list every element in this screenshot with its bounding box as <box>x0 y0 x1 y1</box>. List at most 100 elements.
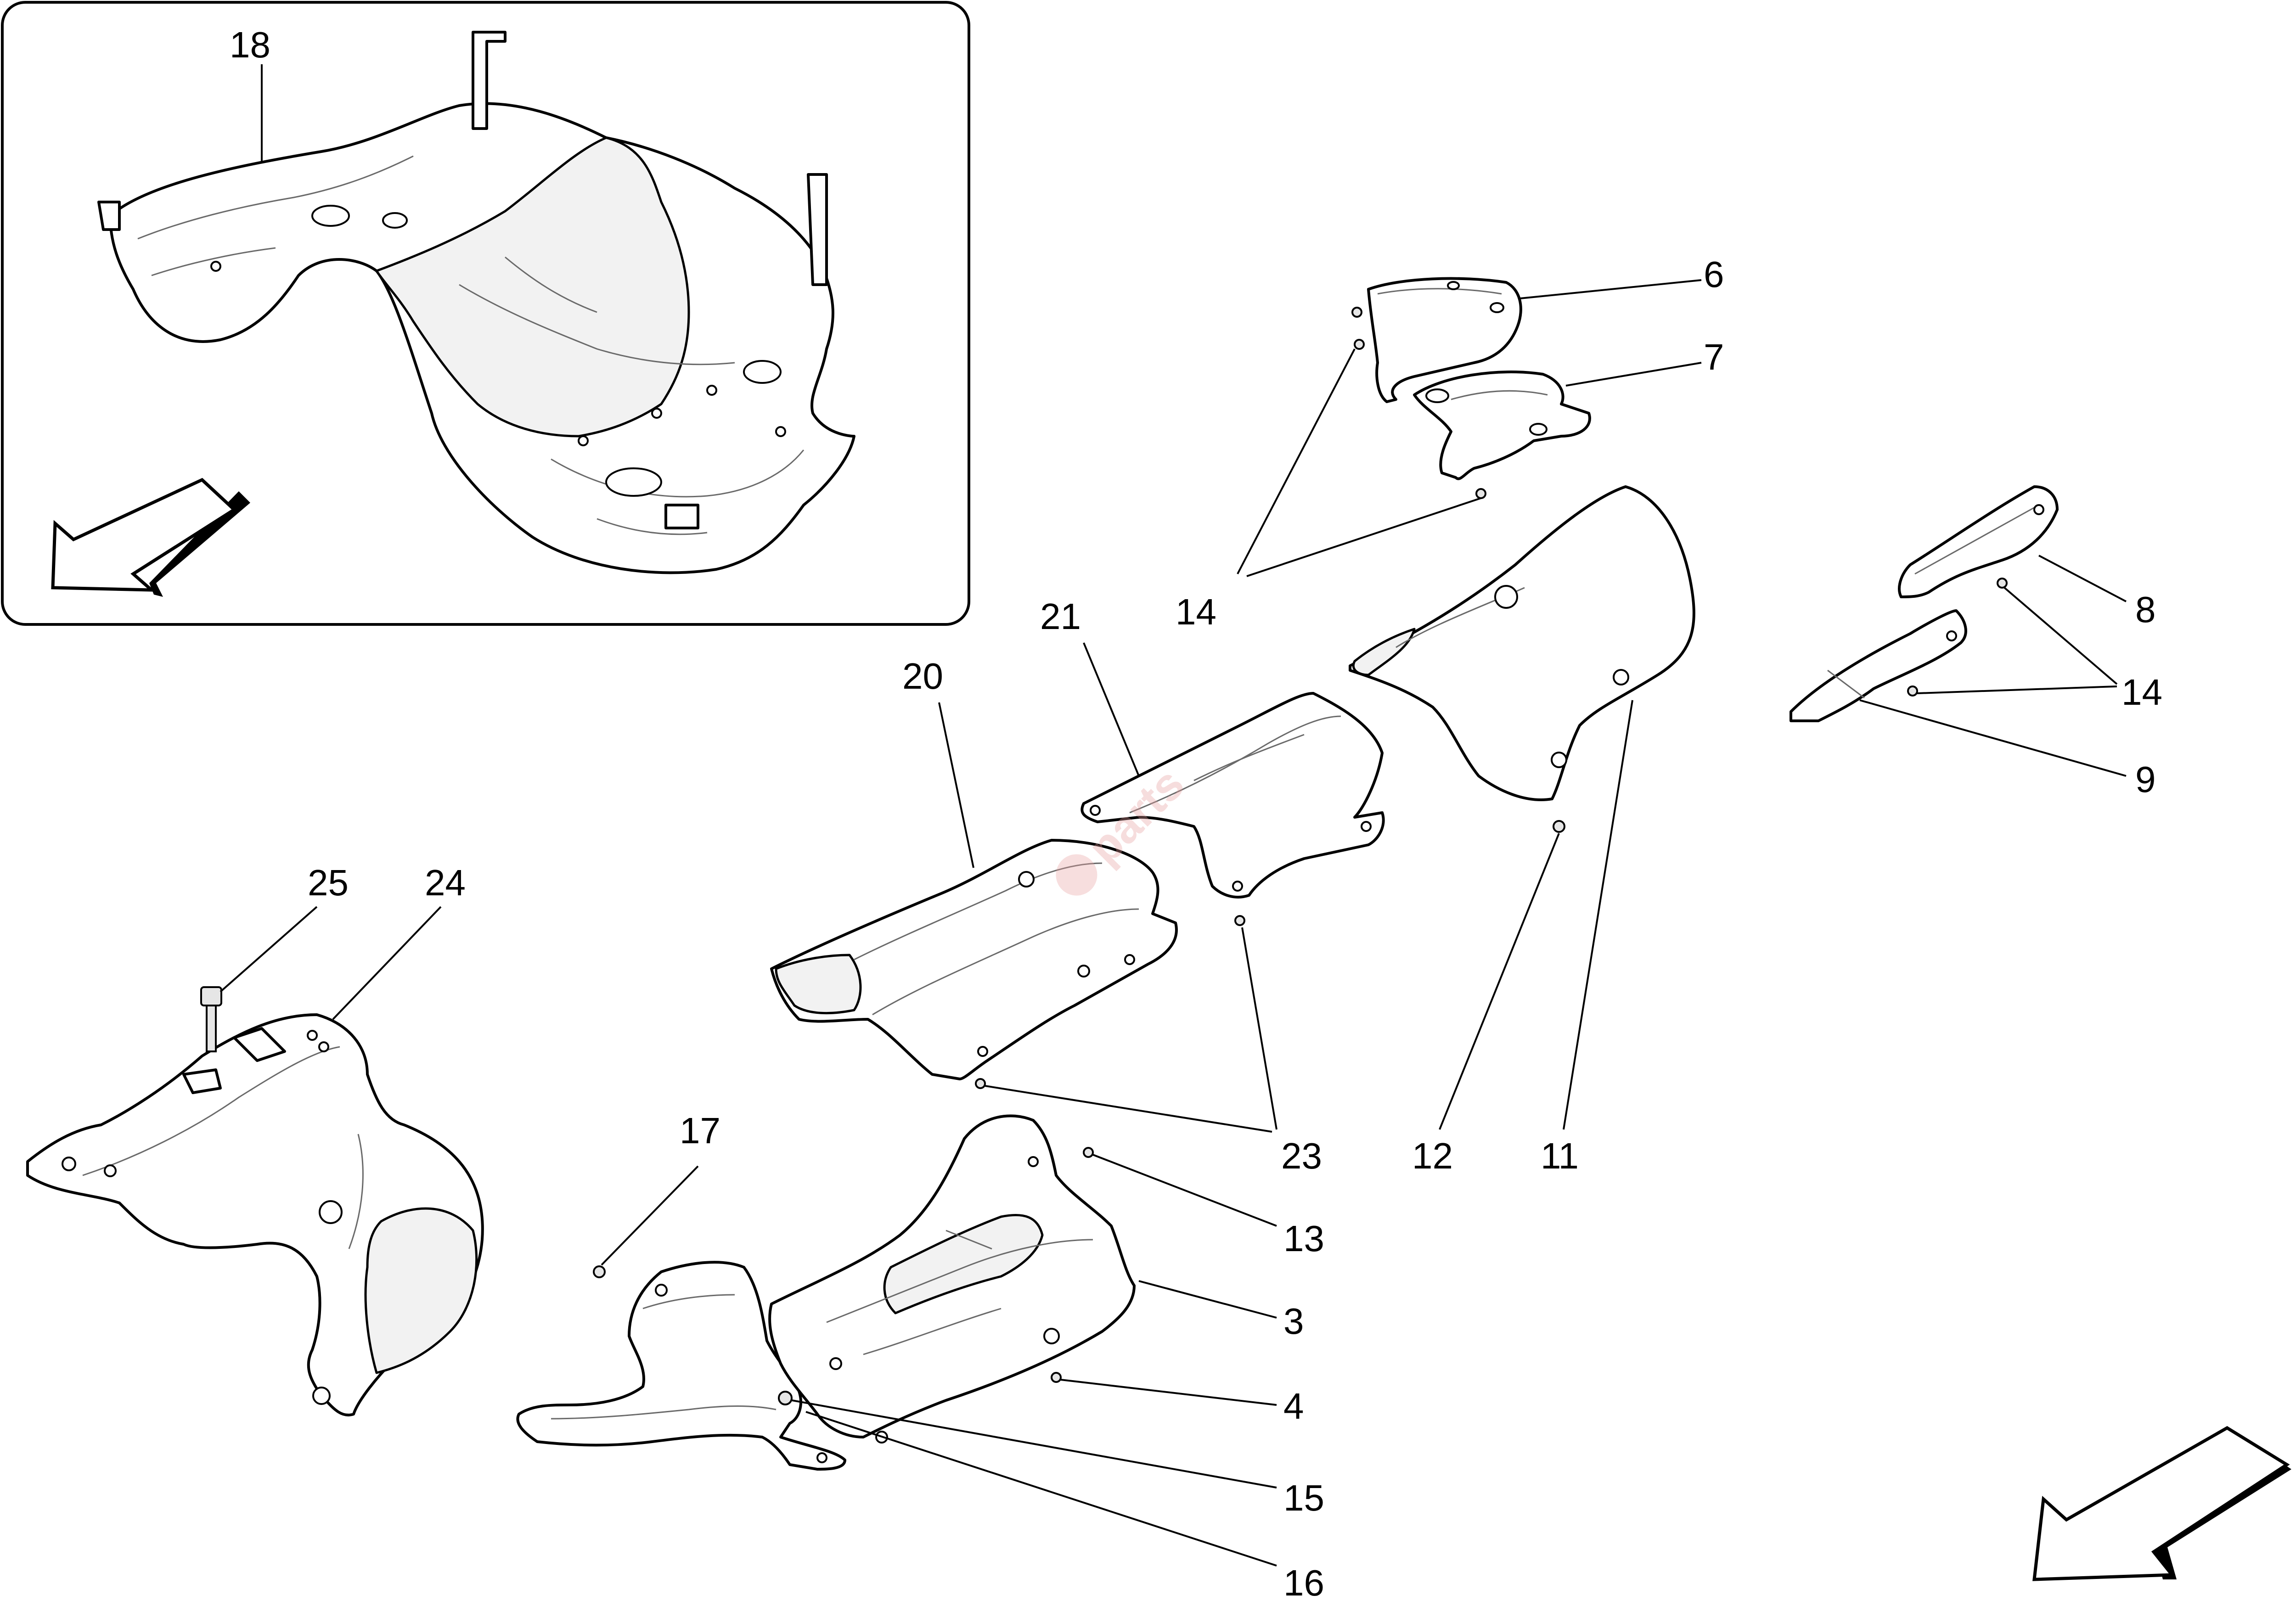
callout-7: 7 <box>1704 337 1724 377</box>
leader-4 <box>1060 1379 1277 1406</box>
shield-hole <box>1613 669 1629 685</box>
shield-hole <box>312 1387 331 1405</box>
callout-24: 24 <box>425 862 466 903</box>
heat-shield-8[interactable] <box>1898 485 2059 598</box>
callout-12: 12 <box>1412 1135 1453 1176</box>
shield-hole <box>1124 954 1135 965</box>
leader-20 <box>938 702 974 868</box>
heat-shield-21[interactable] <box>1080 692 1385 899</box>
heat-shield-3[interactable] <box>768 1114 1136 1444</box>
shield-hole <box>775 426 786 437</box>
shield-hole <box>1043 1328 1060 1344</box>
heat-shield-6[interactable] <box>1367 277 1522 403</box>
direction-arrow-main <box>2032 1426 2291 1581</box>
callout-3: 3 <box>1283 1301 1304 1342</box>
heat-shield-24[interactable] <box>26 1013 484 1416</box>
shield-hole <box>104 1164 117 1177</box>
shield-hole <box>62 1157 76 1171</box>
shield-hole <box>1425 388 1449 403</box>
heat-shield-20[interactable] <box>770 839 1178 1080</box>
leader-7 <box>1565 362 1702 387</box>
leader-9 <box>1859 699 2127 777</box>
shield-hole <box>1551 752 1567 768</box>
shield-hole <box>706 385 717 396</box>
clip <box>233 1027 286 1062</box>
callout-25: 25 <box>308 862 349 903</box>
leader-23-1 <box>1241 927 1277 1130</box>
fastener-23-icon <box>1234 915 1245 926</box>
shield-hole <box>1018 871 1035 888</box>
callout-16: 16 <box>1283 1562 1324 1601</box>
shield-hole <box>578 435 589 446</box>
bolt-icon <box>200 986 222 1006</box>
callout-8: 8 <box>2135 589 2156 630</box>
leader-17 <box>601 1165 699 1266</box>
leader-3 <box>1138 1280 1277 1319</box>
shield-hole <box>1494 585 1518 609</box>
heat-shield-18[interactable] <box>97 31 855 574</box>
direction-arrow-icon <box>51 477 237 592</box>
callout-21: 21 <box>1040 596 1081 637</box>
leader-24 <box>332 906 442 1020</box>
shield-hole <box>210 261 221 272</box>
leader-14b-1 <box>2003 587 2118 685</box>
callout-17: 17 <box>680 1110 720 1151</box>
leader-8 <box>2038 555 2127 602</box>
heat-shield-11[interactable] <box>1349 485 1695 801</box>
fastener-icon <box>1354 339 1365 350</box>
shield-hole <box>743 360 782 384</box>
heat-shield-16[interactable] <box>516 1261 846 1471</box>
shield-hole <box>651 408 662 419</box>
direction-arrow-inset <box>51 477 250 597</box>
bracket <box>97 201 121 231</box>
inset-panel: 18 <box>1 1 970 626</box>
fastener-14b-icon <box>1997 578 2008 589</box>
shield-hole <box>605 467 662 497</box>
shield-hole <box>1361 821 1372 832</box>
leader-21 <box>1083 642 1140 776</box>
leader-11 <box>1563 700 1633 1130</box>
shield-hole <box>382 212 408 229</box>
callout-9: 9 <box>2135 759 2156 800</box>
callout-15: 15 <box>1283 1477 1324 1518</box>
heat-shield-9[interactable] <box>1790 609 1967 722</box>
callout-13: 13 <box>1283 1218 1324 1259</box>
heat-shield-7[interactable] <box>1413 371 1591 480</box>
shield-hole <box>816 1452 827 1463</box>
leader-23-2 <box>985 1085 1272 1133</box>
callout-4: 4 <box>1283 1386 1304 1427</box>
leader-14b-2 <box>1917 685 2117 694</box>
shield-hole <box>2033 504 2044 515</box>
shield-hole <box>311 205 350 227</box>
shield-hole <box>977 1046 988 1057</box>
leader-16 <box>805 1411 1277 1567</box>
direction-arrow-icon <box>2032 1426 2290 1581</box>
shield-hole <box>319 1200 343 1224</box>
shield-hole <box>1232 881 1243 892</box>
fastener-13-icon <box>1083 1147 1094 1158</box>
shield-hole <box>829 1357 842 1370</box>
fastener-icon <box>1475 488 1486 499</box>
bracket <box>472 31 506 130</box>
callout-14b: 14 <box>2122 672 2162 713</box>
shield-hole <box>1028 1156 1039 1167</box>
fastener-4-icon <box>1051 1372 1062 1383</box>
shield-hole <box>1447 281 1460 290</box>
callout-20: 20 <box>902 656 943 697</box>
shield-hole <box>1946 630 1957 641</box>
leader-14a-2 <box>1246 497 1481 577</box>
bracket <box>807 173 828 286</box>
bolt-shaft <box>206 1005 217 1052</box>
leader-12 <box>1439 833 1560 1130</box>
shield-hole <box>1077 965 1090 977</box>
bolt-25 <box>200 986 222 1052</box>
fastener-15-icon <box>778 1391 793 1405</box>
shield-hole <box>1490 302 1504 313</box>
leader-6 <box>1519 279 1702 299</box>
fastener-icon <box>1351 307 1362 318</box>
callout-14a: 14 <box>1176 591 1216 632</box>
shield-hole <box>655 1284 668 1297</box>
fastener-12-icon <box>1553 820 1565 833</box>
shield-hole <box>318 1041 329 1052</box>
